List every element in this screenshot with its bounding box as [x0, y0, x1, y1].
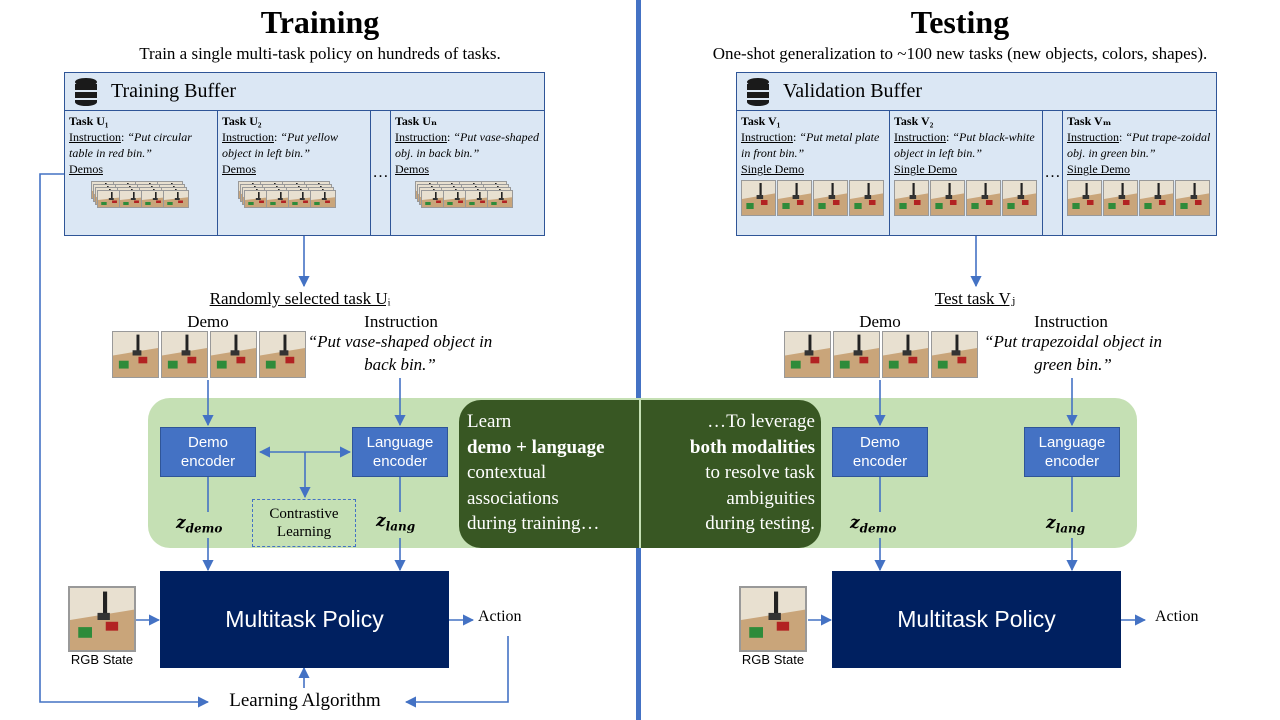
demo-thumbnail [266, 190, 292, 208]
training-task-row: Task U₁ Instruction: “Put circular table… [65, 111, 544, 235]
training-instruction-text: “Put vase-shaped object in back bin.” [307, 332, 493, 374]
demo-image-stack [91, 181, 213, 221]
demo-frame-image [833, 331, 880, 378]
single-demo-images [1067, 180, 1212, 216]
training-instruction-label: Instruction [364, 312, 438, 331]
rgb-state-frame [69, 587, 135, 651]
training-buffer: Training Buffer Task U₁ Instruction: “Pu… [64, 72, 545, 236]
demo-thumbnail [310, 190, 336, 208]
testing-language-encoder: Language encoder [1024, 427, 1120, 477]
validation-buffer: Validation Buffer Task V₁ Instruction: “… [736, 72, 1217, 236]
demo-thumbnail [813, 180, 848, 216]
demo-frame-image [931, 331, 978, 378]
training-demo-label: Demo [187, 312, 229, 331]
training-buffer-header: Training Buffer [65, 73, 544, 111]
testing-selected-task: Test task Vⱼ [934, 289, 1016, 308]
testing-instruction-label: Instruction [1034, 312, 1108, 331]
demo-frame-image [210, 331, 257, 378]
testing-z-lang: zlang [1046, 513, 1086, 536]
training-task-ellipsis: … [371, 111, 391, 235]
demo-thumbnail [1139, 180, 1174, 216]
center-right-box [641, 400, 821, 548]
training-task-n: Task Uₙ Instruction: “Put vase-shaped ob… [391, 111, 544, 235]
demo-thumbnail [777, 180, 812, 216]
rgb-state-frame [740, 587, 806, 651]
testing-rgb-state-image [739, 586, 807, 652]
validation-task-row: Task V₁ Instruction: “Put metal plate in… [737, 111, 1216, 235]
database-icon [75, 77, 97, 106]
testing-title: Testing [910, 4, 1010, 40]
demo-frame-image [882, 331, 929, 378]
demo-image-stack [238, 181, 366, 221]
demo-thumbnail [1175, 180, 1210, 216]
single-demo-images [894, 180, 1038, 216]
demo-image-stack [415, 181, 540, 221]
demo-thumbnail [966, 180, 1001, 216]
demo-thumbnail [465, 190, 491, 208]
testing-instruction-text: “Put trapezoidal object in green bin.” [983, 332, 1163, 374]
testing-z-demo: zdemo [850, 513, 897, 536]
learning-algorithm-label: Learning Algorithm [229, 690, 381, 711]
testing-rgb-state-label: RGB State [741, 652, 805, 667]
training-title: Training [260, 4, 380, 40]
demo-thumbnail [741, 180, 776, 216]
demo-thumbnail [894, 180, 929, 216]
demo-frame-image [259, 331, 306, 378]
center-left-box [459, 400, 639, 548]
training-demo-images [112, 331, 306, 378]
testing-demo-images [784, 331, 978, 378]
demo-thumbnail [443, 190, 469, 208]
center-left-text: Learn demo + language contextual associa… [467, 411, 605, 534]
demo-thumbnail [930, 180, 965, 216]
validation-task-1: Task V₁ Instruction: “Put metal plate in… [737, 111, 890, 235]
demo-thumbnail [244, 190, 270, 208]
demo-thumbnail [1067, 180, 1102, 216]
center-right-text: …To leverage both modalities to resolve … [689, 411, 815, 534]
demo-thumbnail [1002, 180, 1037, 216]
validation-buffer-header: Validation Buffer [737, 73, 1216, 111]
single-demo-images [741, 180, 885, 216]
demo-thumbnail [288, 190, 314, 208]
training-action-label: Action [478, 608, 522, 625]
training-multitask-policy: Multitask Policy [160, 571, 449, 668]
demo-thumbnail [487, 190, 513, 208]
training-demo-encoder: Demo encoder [160, 427, 256, 477]
training-z-demo: zdemo [176, 513, 223, 536]
training-task-1: Task U₁ Instruction: “Put circular table… [65, 111, 218, 235]
validation-task-ellipsis: … [1043, 111, 1063, 235]
validation-task-m: Task Vₘ Instruction: “Put trape-zoidal o… [1063, 111, 1216, 235]
testing-demo-encoder: Demo encoder [832, 427, 928, 477]
testing-demo-label: Demo [859, 312, 901, 331]
training-rgb-state-label: RGB State [70, 652, 134, 667]
center-divider [636, 0, 641, 720]
demo-thumbnail [1103, 180, 1138, 216]
validation-buffer-title: Validation Buffer [783, 80, 923, 102]
training-buffer-title: Training Buffer [111, 80, 236, 102]
demo-thumbnail [849, 180, 884, 216]
testing-multitask-policy: Multitask Policy [832, 571, 1121, 668]
training-task-2: Task U₂ Instruction: “Put yellow object … [218, 111, 371, 235]
training-language-encoder: Language encoder [352, 427, 448, 477]
training-subtitle: Train a single multi-task policy on hund… [139, 44, 501, 63]
training-z-lang: zlang [376, 511, 416, 534]
demo-thumbnail [421, 190, 447, 208]
training-rgb-state-image [68, 586, 136, 652]
demo-thumbnail [163, 190, 189, 208]
contrastive-learning-box: Contrastive Learning [252, 499, 356, 547]
demo-frame-image [112, 331, 159, 378]
validation-task-2: Task V₂ Instruction: “Put black-white ob… [890, 111, 1043, 235]
testing-subtitle: One-shot generalization to ~100 new task… [712, 44, 1208, 63]
demo-frame-image [784, 331, 831, 378]
training-selected-task: Randomly selected task Uᵢ [209, 289, 391, 308]
demo-frame-image [161, 331, 208, 378]
database-icon [747, 77, 769, 106]
testing-action-label: Action [1155, 608, 1199, 625]
